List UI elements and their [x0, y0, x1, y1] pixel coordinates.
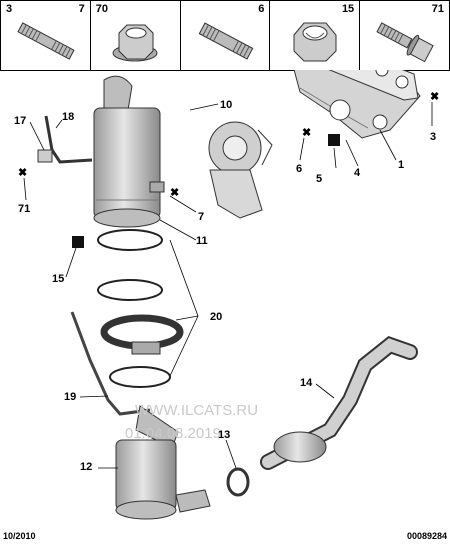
legend-right-number: 71: [431, 3, 444, 15]
gasket-ring[interactable]: [109, 366, 171, 388]
hex-nut-icon[interactable]: [72, 236, 84, 248]
callout-71: 71: [18, 203, 30, 215]
exploded-parts-diagram: ✖ ✖ ✖ ✖ WWW.ILCATS.RU 01.04.08.2019 2 1 …: [14, 70, 439, 520]
svg-text:✖: ✖: [170, 187, 179, 199]
flange-nut-icon: [112, 24, 158, 62]
legend-cell-hex-nut[interactable]: 15: [270, 1, 361, 70]
callout-10: 10: [220, 99, 232, 111]
callout-18: 18: [62, 111, 74, 123]
fastener-legend: 3 7 70 6 15: [0, 0, 450, 71]
callout-17: 17: [14, 115, 26, 127]
turbocharger[interactable]: [208, 121, 273, 219]
callout-5: 5: [316, 173, 322, 185]
callout-12: 12: [80, 461, 92, 473]
pipe-clamp[interactable]: [226, 467, 250, 497]
callout-19: 19: [64, 391, 76, 403]
watermark-line1: WWW.ILCATS.RU: [135, 402, 258, 419]
manifold-gasket[interactable]: [318, 70, 419, 101]
callout-15: 15: [52, 273, 64, 285]
legend-cell-flange-nut[interactable]: 70: [91, 1, 181, 70]
callout-7: 7: [198, 211, 204, 223]
legend-cell-stud[interactable]: 3 7: [1, 1, 91, 70]
callout-13: 13: [218, 429, 230, 441]
stud-icon: [198, 22, 253, 60]
sensor-pipe[interactable]: [44, 115, 93, 164]
legend-right-number: 7: [78, 3, 85, 15]
svg-text:✖: ✖: [18, 167, 27, 179]
flange-nut-icon[interactable]: [328, 134, 340, 146]
callout-14: 14: [300, 377, 313, 389]
legend-right-number: 15: [341, 3, 355, 15]
legend-left-number: 3: [6, 3, 13, 15]
hex-nut-icon: [293, 22, 337, 62]
footer-date: 10/2010: [3, 531, 36, 541]
legend-cell-flange-bolt[interactable]: 71: [360, 1, 449, 70]
legend-right-number: 6: [258, 3, 265, 15]
legend-left-number: 70: [95, 3, 109, 15]
band-clamp[interactable]: [100, 314, 184, 355]
intermediate-pipe[interactable]: [260, 335, 418, 470]
sensor-pipe[interactable]: [70, 311, 151, 416]
leader-lines: [23, 102, 433, 469]
footer-reference: 00089284: [406, 531, 447, 541]
stud-icon: [17, 22, 75, 60]
gasket-ring[interactable]: [97, 279, 163, 301]
callout-1: 1: [398, 159, 404, 171]
flange-bolt-icon: [376, 22, 434, 63]
catalytic-converter[interactable]: [93, 75, 165, 228]
callout-6: 6: [296, 163, 302, 175]
watermark-line2: 01.04.08.2019: [125, 425, 221, 442]
svg-text:✖: ✖: [430, 91, 439, 103]
callout-4: 4: [354, 167, 361, 179]
legend-cell-stud-short[interactable]: 6: [181, 1, 271, 70]
callout-3: 3: [430, 131, 436, 143]
gasket-ring[interactable]: [97, 229, 163, 251]
callout-11: 11: [196, 235, 208, 247]
pipe-bracket[interactable]: [37, 149, 53, 163]
svg-text:✖: ✖: [302, 127, 311, 139]
callout-20: 20: [210, 311, 222, 323]
particulate-filter[interactable]: [115, 405, 211, 520]
